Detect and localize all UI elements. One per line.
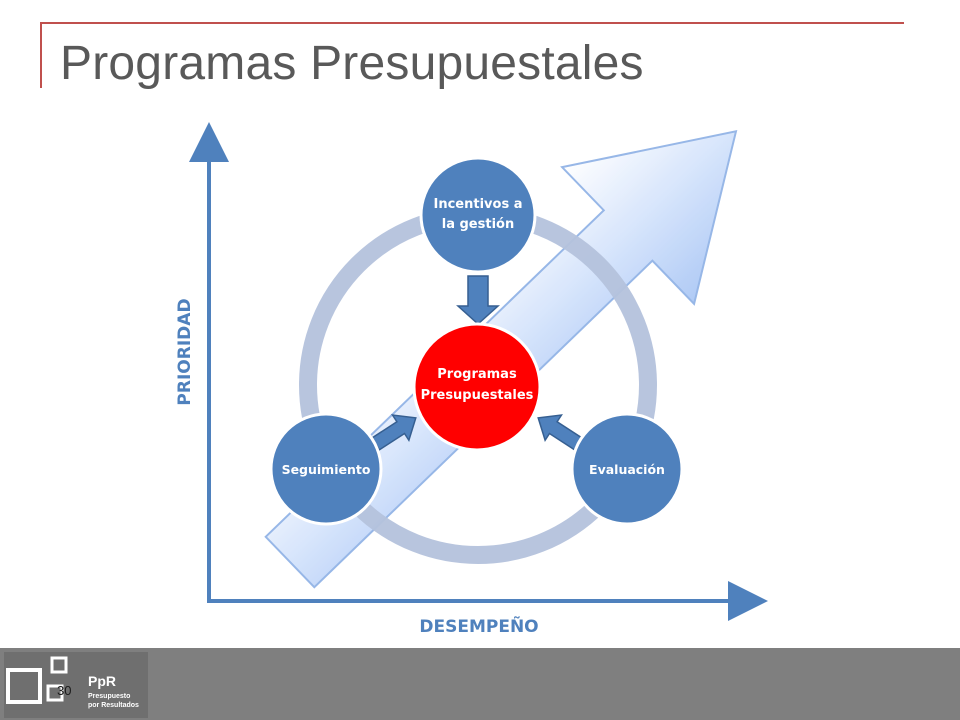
svg-text:Programas: Programas	[437, 367, 517, 382]
arrow-right-to-center	[537, 414, 584, 451]
svg-text:Seguimiento: Seguimiento	[282, 462, 371, 477]
title-frame-top-line	[40, 22, 904, 24]
logo-line1: Presupuesto	[88, 693, 130, 700]
svg-text:Evaluación: Evaluación	[589, 462, 665, 477]
svg-text:la gestión: la gestión	[442, 217, 514, 232]
svg-text:Presupuestales: Presupuestales	[421, 388, 534, 403]
program-diagram: PRIORIDAD DESEMPEÑO Incentivos a la gest…	[175, 122, 768, 637]
page-number: 30	[57, 683, 72, 698]
node-programas-presupuestales: Programas Presupuestales	[412, 322, 542, 452]
arrow-left-to-center	[370, 414, 417, 451]
y-axis-label: PRIORIDAD	[175, 298, 195, 405]
x-axis-label: DESEMPEÑO	[419, 614, 538, 637]
ppr-logo: PpR Presupuesto por Resultados	[4, 652, 148, 718]
node-evaluacion: Evaluación	[570, 412, 684, 526]
title-frame-left-line	[40, 22, 42, 88]
node-incentivos: Incentivos a la gestión	[419, 156, 537, 274]
logo-line2: por Resultados	[88, 702, 139, 709]
logo-abbr: PpR	[88, 673, 116, 689]
slide-title: Programas Presupuestales	[60, 37, 644, 90]
node-seguimiento: Seguimiento	[269, 412, 383, 526]
svg-text:Incentivos a: Incentivos a	[434, 197, 523, 212]
arrow-top-to-center	[456, 275, 500, 326]
footer-bar	[0, 648, 960, 720]
